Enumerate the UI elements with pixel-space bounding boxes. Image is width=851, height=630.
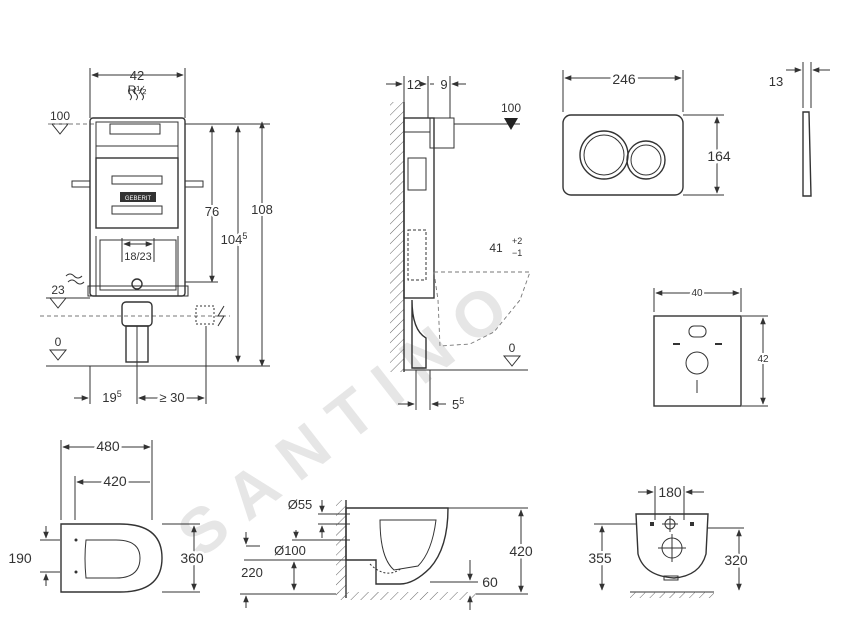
pipe-gap-label: 18/23 <box>124 251 152 263</box>
offset-19-sup: 5 <box>117 389 122 399</box>
side-55-sup: 5 <box>459 396 464 406</box>
svg-text:55: 55 <box>452 396 464 412</box>
dim-104-label: 104 <box>221 232 243 247</box>
range-plus-label: +2 <box>512 236 522 246</box>
frame-width-label: 42 <box>130 68 144 83</box>
bowl-side-view: Ø55 Ø100 220 420 60 <box>240 497 535 610</box>
geberit-logo: GEBERIT <box>125 196 152 202</box>
side-level-100-label: 100 <box>501 101 521 115</box>
level-0-label: 0 <box>55 335 62 349</box>
bowl-420-label: 420 <box>103 473 127 489</box>
back-320-label: 320 <box>724 552 748 568</box>
side-d100-label: Ø100 <box>274 543 306 558</box>
side-55-label: 5 <box>452 397 459 412</box>
level-marker-icon <box>50 123 70 135</box>
svg-text:1045: 1045 <box>221 231 248 247</box>
water-supply-icon <box>128 87 144 101</box>
plate-height-label: 164 <box>707 148 731 164</box>
side-220-label: 220 <box>241 565 263 580</box>
flush-plate-view: 246 164 13 <box>562 62 830 197</box>
back-180-label: 180 <box>658 484 682 500</box>
svg-text:41: 41 <box>489 241 503 255</box>
frame-front-view: 42 R½ 100 GEBERIT 18/23 76 <box>40 68 275 408</box>
plate-width-label: 246 <box>612 71 636 87</box>
mat-width-label: 40 <box>691 288 703 299</box>
bowl-top-view: 480 420 190 360 <box>8 436 206 593</box>
side-420-label: 420 <box>509 543 533 559</box>
side-level-0-label: 0 <box>509 341 516 355</box>
range-41-label: 41 <box>489 241 503 255</box>
side-9-label: 9 <box>440 77 447 92</box>
svg-text:195: 195 <box>102 389 121 405</box>
side-60-label: 60 <box>482 574 498 590</box>
mounting-mat-view: 40 42 <box>653 286 771 407</box>
side-12-label: 12 <box>407 77 421 92</box>
mat-height-label: 42 <box>757 354 769 365</box>
frame-side-view: 12 9 100 41 +2 −1 0 55 <box>386 76 531 412</box>
bowl-190-label: 190 <box>8 550 32 566</box>
bowl-360-label: 360 <box>180 550 204 566</box>
bowl-back-view: 180 355 320 <box>586 482 750 598</box>
back-355-label: 355 <box>588 550 612 566</box>
offset-min-label: ≥ 30 <box>159 390 184 405</box>
dim-108-label: 108 <box>251 202 273 217</box>
electric-icon <box>217 305 225 327</box>
plate-thickness-label: 13 <box>769 74 783 89</box>
level-100-label: 100 <box>50 109 70 123</box>
dim-104-sup: 5 <box>242 231 247 241</box>
side-d55-label: Ø55 <box>288 497 313 512</box>
bowl-480-label: 480 <box>96 438 120 454</box>
waste-symbol-icon <box>65 273 85 285</box>
dim-76-label: 76 <box>205 204 219 219</box>
offset-19-label: 19 <box>102 390 116 405</box>
level-23-label: 23 <box>51 283 65 297</box>
range-minus-label: −1 <box>512 248 522 258</box>
